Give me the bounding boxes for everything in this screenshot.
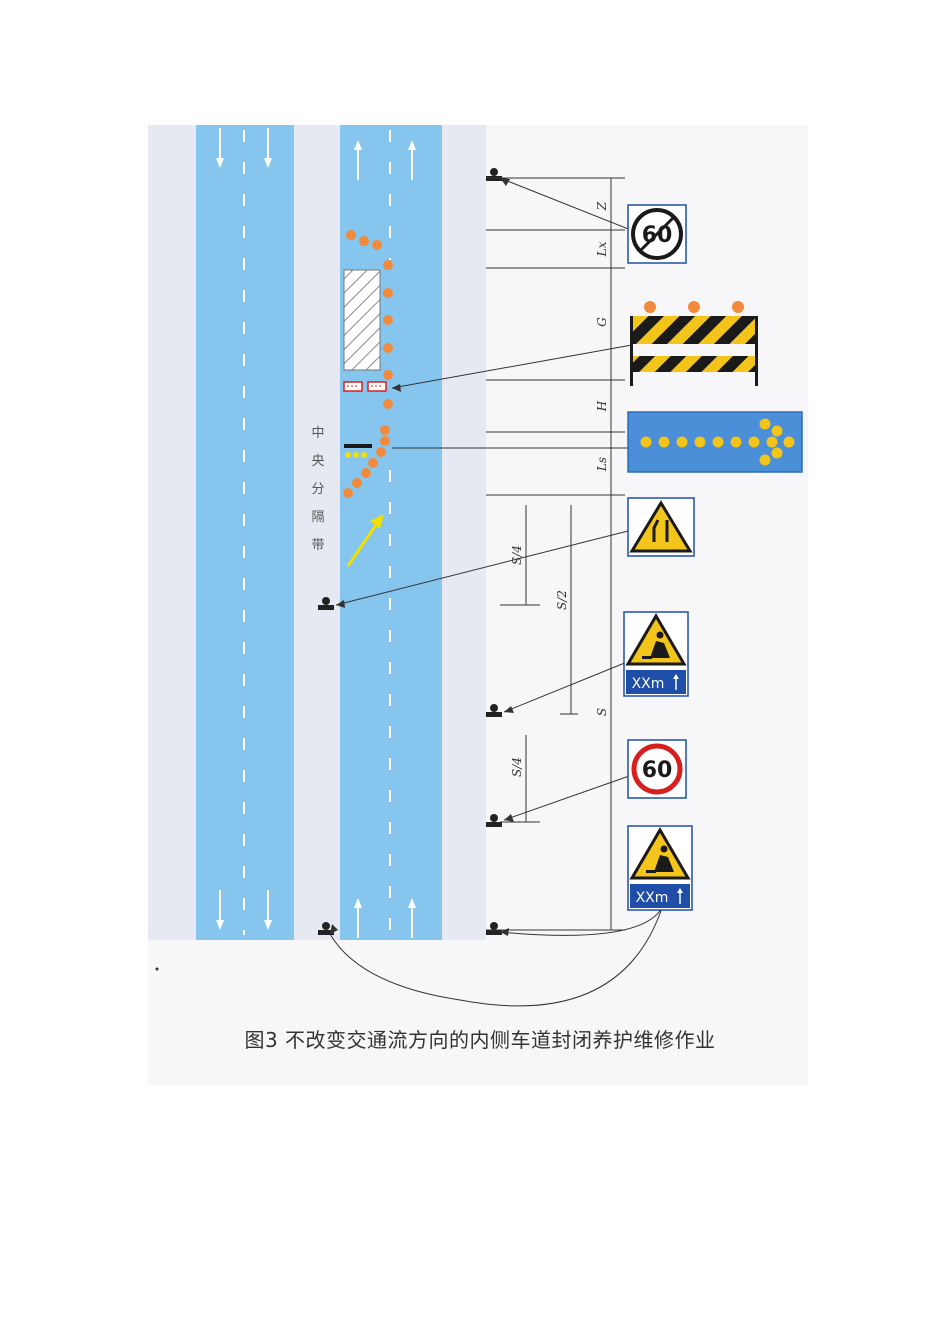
- median-label-1: 中: [311, 426, 324, 441]
- arrow-board-vehicle: [344, 444, 372, 458]
- dimension-reference-lines: [486, 177, 625, 931]
- merge-arrow: [346, 514, 384, 567]
- dim-s2: S/2: [555, 590, 569, 610]
- post-marker-2: [318, 597, 334, 610]
- left-road: [196, 125, 294, 940]
- leader-arrowheads: [330, 178, 514, 936]
- post-marker-4: [486, 814, 502, 827]
- post-marker-5: [318, 922, 334, 935]
- lane-narrows-sign: [627, 497, 695, 557]
- median-label-5: 带: [311, 538, 324, 553]
- left-arrows-bottom: [216, 890, 272, 930]
- dim-s: S: [595, 708, 609, 716]
- median-label-2: 央: [311, 454, 324, 469]
- work-distance-lower: XXm: [636, 890, 669, 906]
- left-arrows-top: [216, 128, 272, 168]
- dim-lx: Lx: [595, 241, 609, 257]
- median-label-4: 隔: [311, 510, 324, 525]
- traffic-cones: [343, 230, 393, 498]
- road-barrier-markers: [343, 381, 387, 392]
- speed-limit-value: 60: [642, 758, 673, 783]
- post-marker-3: [486, 704, 502, 717]
- figure-caption: 图3 不改变交通流方向的内侧车道封闭养护维修作业: [244, 1028, 716, 1052]
- left-carriageway: [148, 125, 196, 940]
- dim-ls: Ls: [595, 457, 609, 472]
- sign-leader-lines: [329, 177, 663, 1007]
- end-speed-limit-sign: 60: [627, 204, 687, 264]
- dimension-chain: [525, 178, 612, 930]
- work-distance-upper: XXm: [632, 676, 665, 692]
- median-label-3: 分: [311, 482, 324, 497]
- central-median: [294, 125, 340, 940]
- dim-s4-lower: S/4: [510, 757, 524, 777]
- right-road: [340, 125, 442, 940]
- right-shoulder: [442, 125, 486, 940]
- road-closure-barrier: [630, 301, 758, 386]
- speed-limit-sign: 60: [627, 739, 687, 799]
- road-work-sign-upper: XXm: [623, 611, 689, 697]
- right-arrows-bottom: [354, 898, 416, 938]
- dim-h: H: [595, 400, 609, 412]
- road-work-sign-lower: XXm: [627, 825, 693, 911]
- worker-icon-lower: [646, 845, 674, 873]
- stray-dot: [155, 967, 159, 971]
- dim-s4-upper: S/4: [510, 545, 524, 565]
- worker-icon: [642, 631, 670, 659]
- work-zone: [343, 269, 381, 371]
- right-arrows-top: [354, 140, 416, 180]
- arrow-board-sign: [627, 411, 803, 473]
- dim-z: Z: [595, 201, 609, 211]
- post-marker-6: [486, 922, 502, 935]
- dim-g: G: [595, 317, 609, 327]
